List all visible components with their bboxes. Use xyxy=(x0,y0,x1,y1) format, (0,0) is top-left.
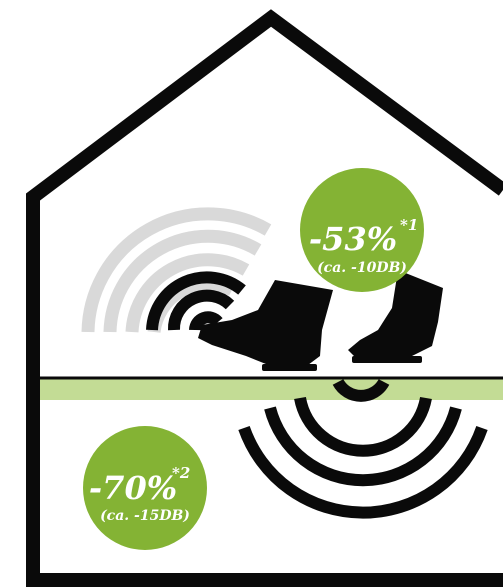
badge-airborne-db: (ca. -10DB) xyxy=(317,260,407,276)
badge-impact-percent: -70% xyxy=(89,469,177,507)
svg-text:(ca. -15DB): (ca. -15DB) xyxy=(100,508,190,524)
badge-airborne-footnote: *1 xyxy=(400,216,418,234)
reduction-badge-airborne: -53% *1 (ca. -10DB) xyxy=(300,168,424,292)
house-outline-icon xyxy=(26,9,503,580)
right-boot-icon xyxy=(348,270,443,363)
impact-sound-waves-lower-icon xyxy=(238,378,488,519)
badge-airborne-percent: -53% xyxy=(309,220,397,258)
badge-impact-db: (ca. -15DB) xyxy=(100,508,190,524)
underlay-band xyxy=(40,378,503,400)
svg-text:*1: *1 xyxy=(400,216,418,234)
reduction-badge-impact: -70% *2 (ca. -15DB) xyxy=(83,426,207,550)
svg-text:(ca. -10DB): (ca. -10DB) xyxy=(317,260,407,276)
left-boot-icon xyxy=(198,280,333,371)
svg-text:-70%: -70% xyxy=(89,469,177,507)
svg-text:-53%: -53% xyxy=(309,220,397,258)
svg-text:*2: *2 xyxy=(172,464,190,482)
badge-impact-footnote: *2 xyxy=(172,464,190,482)
impact-sound-waves-upper-icon xyxy=(146,271,246,331)
